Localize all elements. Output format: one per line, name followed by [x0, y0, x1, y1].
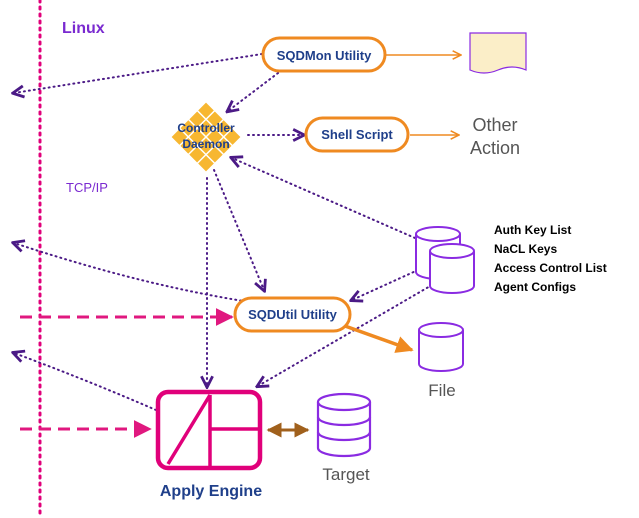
other-action-line2: Action — [470, 138, 520, 158]
config-item-agent-configs: Agent Configs — [494, 280, 576, 294]
controller-to-sqdutil-arrow — [213, 169, 264, 290]
apply-to-network-arrow — [14, 353, 157, 411]
db-to-controller-arrow — [232, 158, 416, 239]
config-list: Auth Key List NaCL Keys Access Control L… — [494, 223, 607, 294]
sqdmon-to-network-arrow — [14, 53, 263, 93]
sqdutil-to-file-arrow — [344, 324, 414, 353]
db-to-apply-arrow — [258, 284, 433, 386]
shell-script-label: Shell Script — [321, 127, 393, 142]
file-label: File — [428, 381, 455, 400]
config-database-icon — [415, 226, 475, 294]
other-action-line1: Other — [472, 115, 517, 135]
controller-daemon-node: Controller Daemon — [169, 100, 243, 174]
controller-label-line2: Daemon — [182, 137, 229, 151]
apply-engine-icon — [155, 389, 263, 471]
controller-diamond-tile — [196, 153, 216, 174]
config-item-access-control-list: Access Control List — [494, 261, 607, 275]
target-database-icon — [316, 392, 372, 458]
sqdmon-utility-box: SQDMon Utility — [261, 36, 387, 73]
db-to-sqdutil-arrow — [352, 269, 419, 300]
apply-engine-label: Apply Engine — [160, 483, 262, 500]
sqdutil-to-network-arrow — [14, 243, 257, 304]
controller-label-line1: Controller — [177, 121, 235, 135]
file-database-icon — [418, 322, 464, 372]
protocol-label: TCP/IP — [66, 180, 108, 195]
sqdmon-to-controller-arrow — [228, 69, 283, 111]
config-item-nacl-keys: NaCL Keys — [494, 242, 557, 256]
sqdutil-utility-box: SQDUtil Utility — [233, 296, 352, 333]
os-label: Linux — [62, 20, 105, 37]
output-document-icon — [469, 32, 527, 74]
target-label: Target — [322, 465, 370, 484]
config-item-auth-key-list: Auth Key List — [494, 223, 571, 237]
sqdmon-label: SQDMon Utility — [277, 48, 372, 63]
shell-script-box: Shell Script — [304, 116, 410, 153]
sqdutil-label: SQDUtil Utility — [248, 307, 338, 322]
